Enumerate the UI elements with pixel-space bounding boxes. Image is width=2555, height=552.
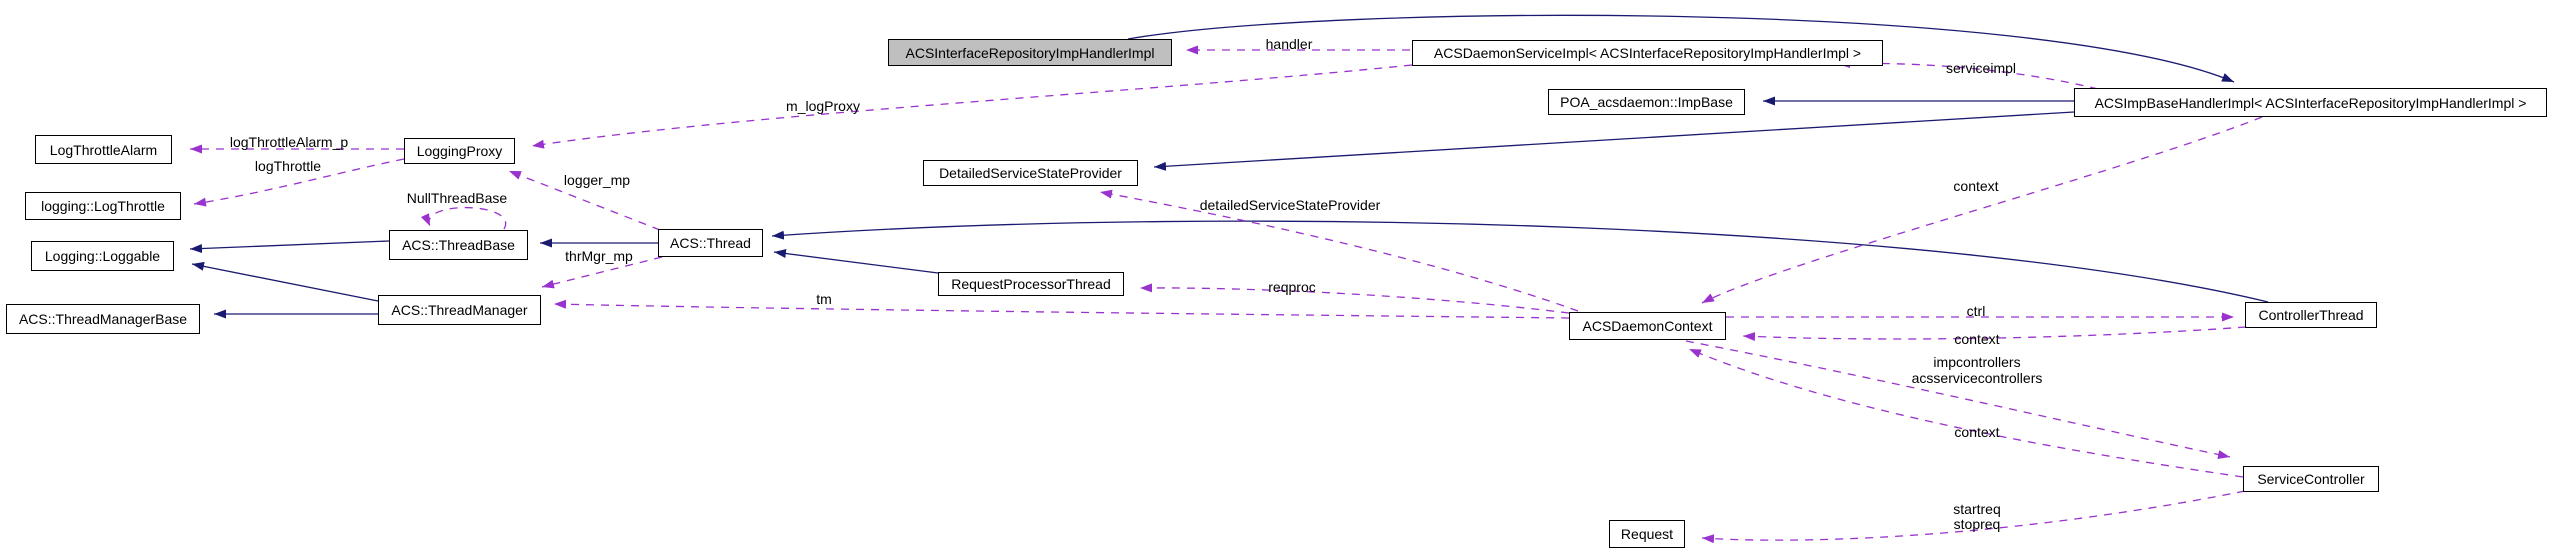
edge-context-top <box>1701 116 2263 304</box>
edge-reqproc <box>1139 283 1570 314</box>
edge-impcontrollers <box>1685 340 2231 459</box>
edge-controllerthread-thread <box>771 220 2269 303</box>
node-controllerthread[interactable]: ControllerThread <box>2245 302 2377 328</box>
node-threadmanager[interactable]: ACS::ThreadManager <box>378 295 541 325</box>
node-logging-logthrottle[interactable]: logging::LogThrottle <box>25 192 181 220</box>
edge-startreq-stopreq <box>1701 490 2246 544</box>
node-acsimpbasehandlerimpl[interactable]: ACSImpBaseHandlerImpl< ACSInterfaceRepos… <box>2074 88 2547 117</box>
node-threadmanagerbase[interactable]: ACS::ThreadManagerBase <box>6 304 200 334</box>
node-logthrottlealarm[interactable]: LogThrottleAlarm <box>35 135 172 164</box>
edge-context-mid <box>1742 326 2247 342</box>
edge-mainclass-acsimpbase <box>1127 14 2235 83</box>
node-loggable[interactable]: Logging::Loggable <box>31 241 174 271</box>
edge-logthrottle <box>193 158 405 207</box>
node-acsinterfacerepositoryimphandlerimpl[interactable]: ACSInterfaceRepositoryImpHandlerImpl <box>888 39 1172 66</box>
edge-serviceimpl <box>1837 59 2099 90</box>
edge-detailedservicestateprovider <box>1099 189 1579 312</box>
edge-threadmanager-loggable <box>191 261 379 302</box>
node-request[interactable]: Request <box>1609 520 1685 548</box>
edge-context-low <box>1688 348 2244 478</box>
node-threadbase[interactable]: ACS::ThreadBase <box>389 230 528 260</box>
edge-m-logproxy <box>531 64 1413 149</box>
edge-thrmgr-mp <box>541 256 663 289</box>
node-detailedservicestateprovider[interactable]: DetailedServiceStateProvider <box>923 160 1138 186</box>
edge-requestprocessor-thread <box>773 249 939 274</box>
edge-nullthreadbase-loop <box>420 206 507 230</box>
node-thread[interactable]: ACS::Thread <box>658 229 763 257</box>
node-acsdaemoncontext[interactable]: ACSDaemonContext <box>1569 312 1726 340</box>
node-poa-acsdaemon-impbase[interactable]: POA_acsdaemon::ImpBase <box>1548 89 1745 115</box>
node-acsdaemonserviceimpl[interactable]: ACSDaemonServiceImpl< ACSInterfaceReposi… <box>1412 40 1883 66</box>
node-loggingproxy[interactable]: LoggingProxy <box>404 138 515 164</box>
edge-logger-mp <box>508 170 661 231</box>
node-requestprocessorthread[interactable]: RequestProcessorThread <box>938 272 1124 296</box>
edge-tm <box>553 299 1570 319</box>
edge-threadbase-loggable <box>189 240 390 254</box>
node-servicecontroller[interactable]: ServiceController <box>2243 466 2379 492</box>
edge-acsimpbase-detailedprovider <box>1153 111 2075 171</box>
